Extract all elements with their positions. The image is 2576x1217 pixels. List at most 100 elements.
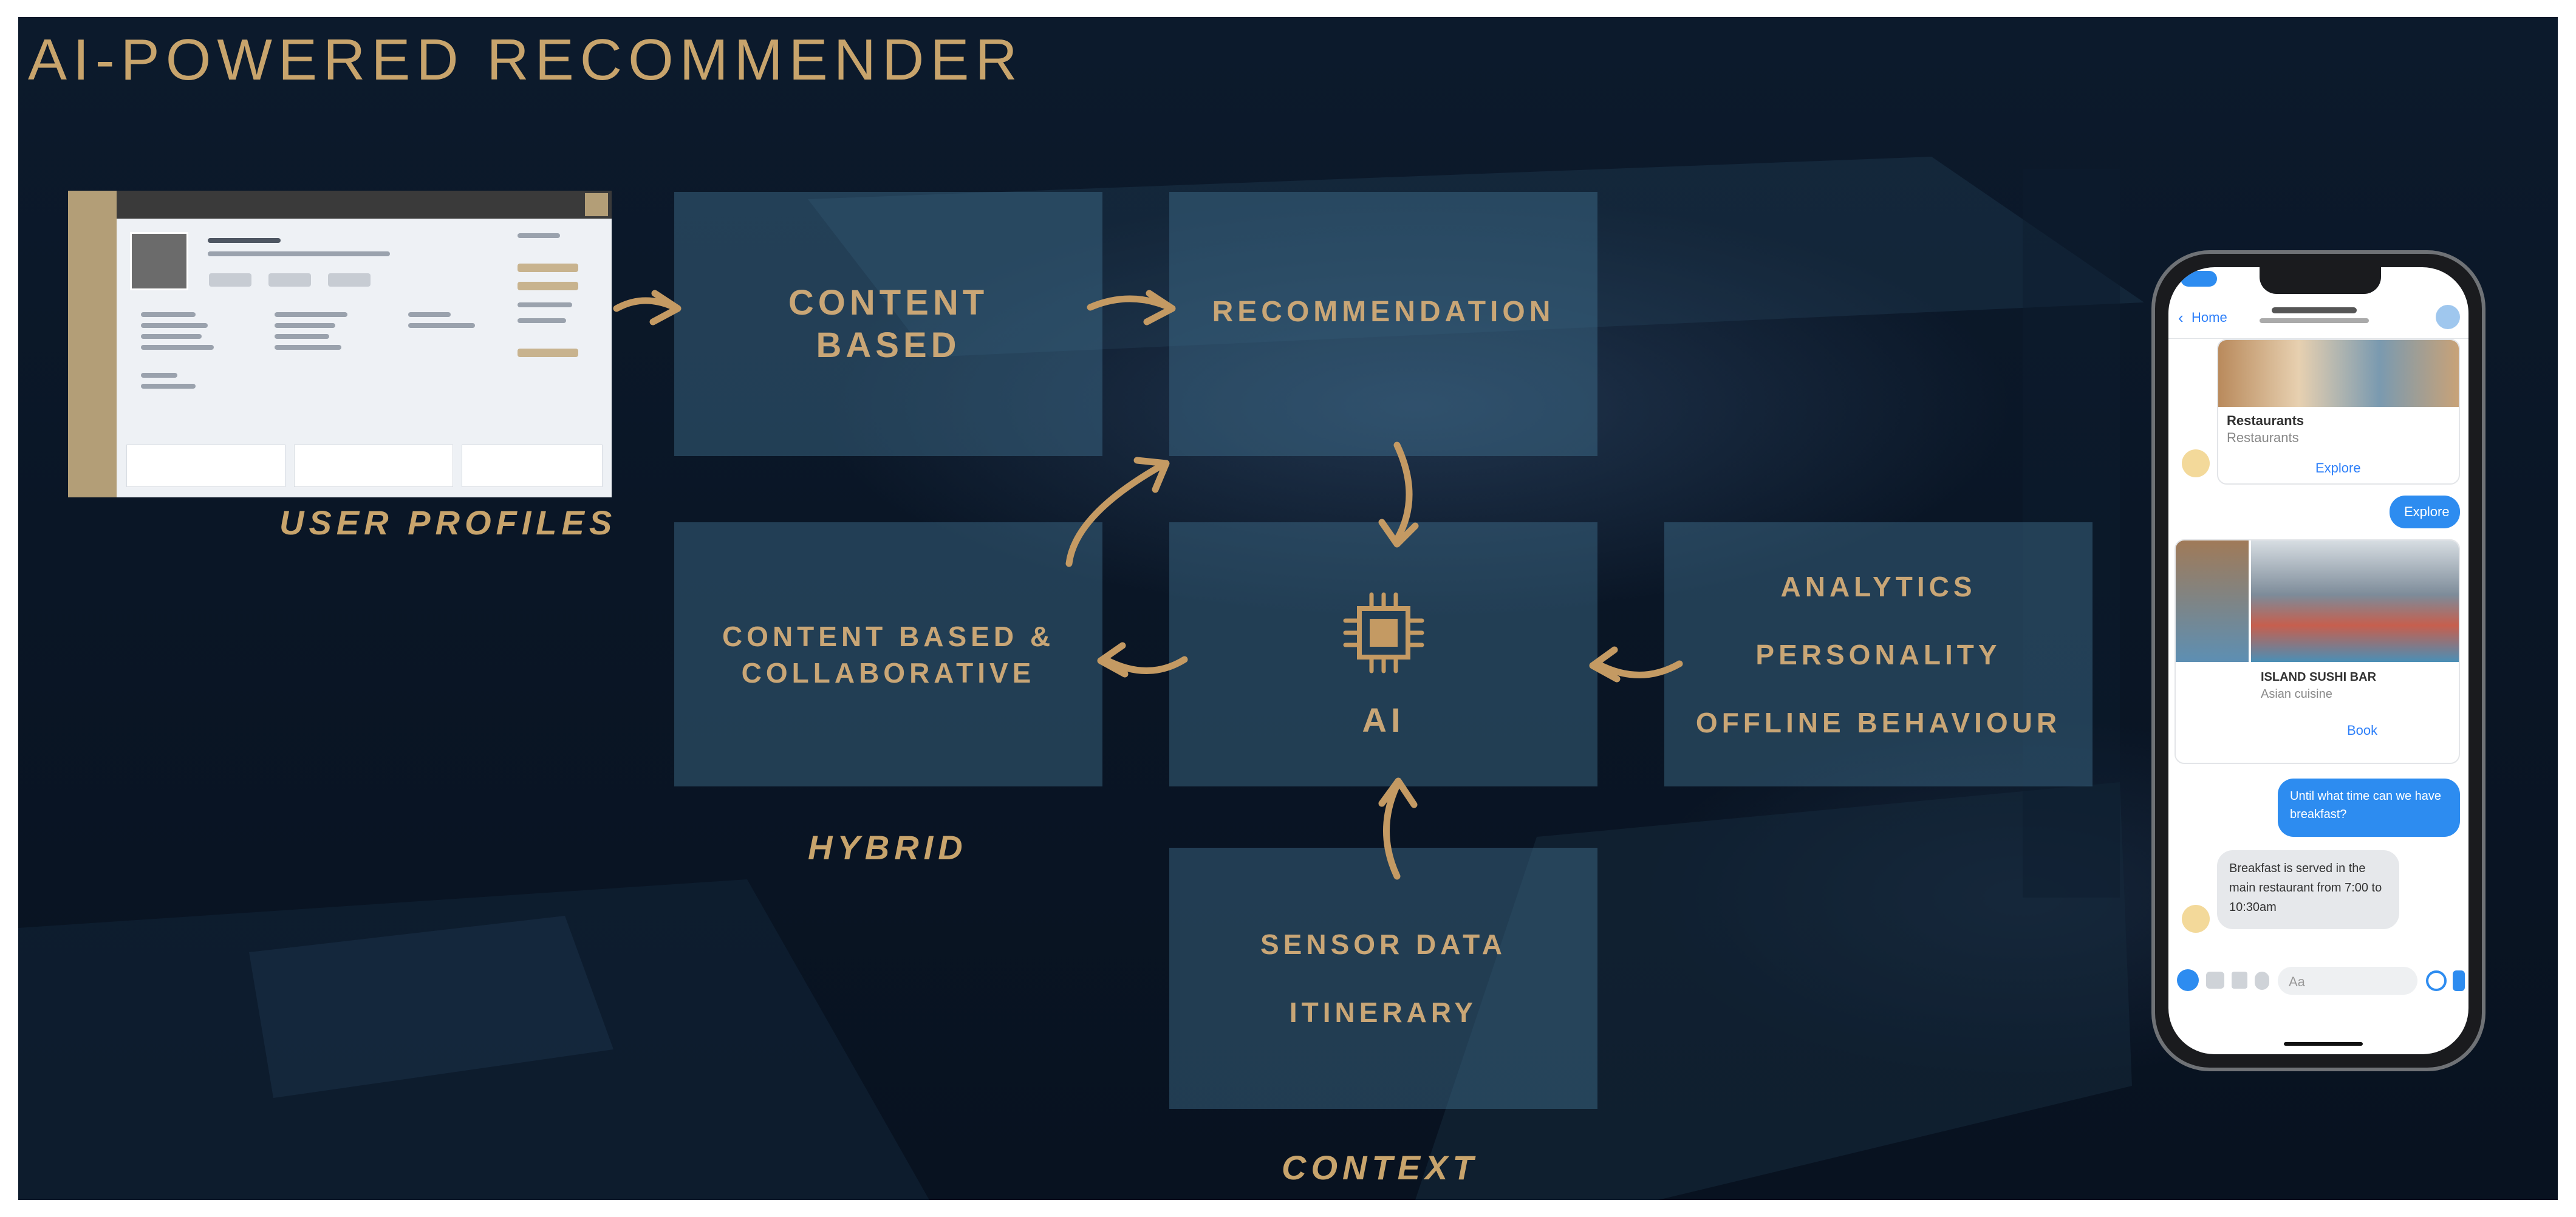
box-recommendation: RECOMMENDATION xyxy=(1169,192,1597,456)
profile-field-line xyxy=(141,312,196,317)
box-content-based-line2: BASED xyxy=(816,325,961,365)
profile-field-line xyxy=(141,334,202,339)
profile-field-line xyxy=(275,323,335,328)
profile-field-line xyxy=(141,384,196,389)
sushi-bar-card-subtitle: Asian cuisine xyxy=(2261,687,2332,701)
profile-tag xyxy=(518,264,578,272)
sushi-bar-card-image-left xyxy=(2176,540,2249,662)
arrows-layer xyxy=(613,290,1683,880)
profile-field-line xyxy=(141,373,177,378)
arrow-hybrid-to-recommendation-head xyxy=(1133,457,1170,493)
profile-tab xyxy=(462,445,603,487)
profile-field-line xyxy=(141,345,214,350)
profile-tab xyxy=(294,445,453,487)
bot-avatar xyxy=(2182,449,2210,477)
status-time-pill xyxy=(2181,271,2217,287)
box-recommendation-label: RECOMMENDATION xyxy=(1212,296,1555,328)
phone-screen: ‹ Home Restaurants Restaurants Explore E… xyxy=(2168,267,2468,1054)
box-context: SENSOR DATA ITINERARY xyxy=(1169,848,1597,1109)
cpu-chip-icon xyxy=(1343,592,1424,673)
signal-analytics: ANALYTICS xyxy=(1780,570,1976,602)
message-input-placeholder: Aa xyxy=(2289,974,2305,989)
user-question-bubble: Until what time can we have breakfast? xyxy=(2278,779,2460,837)
slide-canvas: AI-POWERED RECOMMENDER USER PROFILES xyxy=(18,17,2558,1200)
arrow-recommendation-to-ai xyxy=(1393,441,1413,543)
emoji-icon[interactable] xyxy=(2426,970,2447,991)
profile-field-line xyxy=(275,312,347,317)
profile-field-line xyxy=(275,334,329,339)
home-indicator xyxy=(2284,1042,2363,1046)
arrow-recommendation-to-ai-head xyxy=(1378,519,1419,548)
book-button[interactable]: Book xyxy=(2347,723,2378,738)
restaurant-card-title: Restaurants xyxy=(2227,413,2304,428)
back-label[interactable]: Home xyxy=(2192,310,2227,325)
chat-header: ‹ Home xyxy=(2168,296,2468,339)
arrow-context-to-ai xyxy=(1383,782,1401,880)
user-reply-text: Explore xyxy=(2404,504,2450,519)
user-profile-screenshot xyxy=(68,191,612,497)
caption-user-profiles: USER PROFILES xyxy=(279,503,617,542)
signal-personality: PERSONALITY xyxy=(1755,638,2001,670)
arrow-profiles-to-content-head xyxy=(649,290,682,326)
arrow-hybrid-to-recommendation xyxy=(1065,463,1164,567)
profile-sidebar xyxy=(68,191,117,497)
chat-subtitle-line xyxy=(2260,318,2369,323)
caption-context: CONTEXT xyxy=(1282,1148,1478,1187)
profile-tab xyxy=(126,445,285,487)
box-hybrid-line2: COLLABORATIVE xyxy=(741,656,1036,689)
arrow-ai-to-hybrid-head xyxy=(1097,642,1129,678)
phone-mockup: ‹ Home Restaurants Restaurants Explore E… xyxy=(2151,250,2485,1071)
profile-tag xyxy=(518,282,578,290)
profile-side-line xyxy=(518,233,560,238)
sushi-bar-card[interactable]: ISLAND SUSHI BAR Asian cuisine Book xyxy=(2175,539,2460,764)
slide-title: AI-POWERED RECOMMENDER xyxy=(28,27,1023,92)
profile-field-line xyxy=(408,323,475,328)
user-reply-bubble: Explore xyxy=(2390,496,2460,528)
profile-stat-1 xyxy=(209,273,251,287)
profile-stat-3 xyxy=(328,273,371,287)
bot-avatar xyxy=(2182,905,2210,933)
profile-field-line xyxy=(275,345,341,350)
info-icon[interactable] xyxy=(2436,305,2460,329)
context-itinerary: ITINERARY xyxy=(1289,997,1478,1028)
chat-title-line xyxy=(2272,307,2357,313)
profile-tag xyxy=(518,349,578,357)
profile-meta-line xyxy=(208,251,390,256)
gallery-icon[interactable] xyxy=(2232,972,2247,989)
box-content-based: CONTENT BASED xyxy=(674,192,1102,456)
message-input[interactable]: Aa xyxy=(2278,967,2417,995)
profile-side-line xyxy=(518,318,566,323)
like-icon[interactable] xyxy=(2453,970,2465,991)
profile-stat-2 xyxy=(268,273,311,287)
sushi-bar-card-image xyxy=(2251,540,2459,662)
restaurant-card-subtitle: Restaurants xyxy=(2227,430,2299,445)
context-sensor-data: SENSOR DATA xyxy=(1260,929,1506,960)
box-ai: AI xyxy=(1169,522,1597,786)
add-icon[interactable] xyxy=(2177,969,2199,991)
phone-notch xyxy=(2260,267,2381,294)
composer-bar: Aa xyxy=(2168,960,2468,1002)
arrow-signals-to-ai-head xyxy=(1589,646,1621,683)
sushi-bar-card-title: ISLAND SUSHI BAR xyxy=(2261,670,2377,684)
back-chevron-icon[interactable]: ‹ xyxy=(2178,309,2184,327)
arrow-content-to-recommendation-head xyxy=(1143,290,1176,326)
restaurant-card[interactable]: Restaurants Restaurants Explore xyxy=(2217,339,2460,485)
profile-avatar xyxy=(130,232,188,290)
user-question-text: Until what time can we have breakfast? xyxy=(2290,789,2442,821)
arrow-ai-to-hybrid xyxy=(1102,656,1188,674)
microphone-icon[interactable] xyxy=(2255,972,2269,990)
profile-field-line xyxy=(408,312,451,317)
arrow-context-to-ai-head xyxy=(1378,777,1418,808)
camera-icon[interactable] xyxy=(2206,972,2224,989)
signal-offline-behaviour: OFFLINE BEHAVIOUR xyxy=(1695,706,2062,738)
profile-field-line xyxy=(141,323,208,328)
bot-answer-text: Breakfast is served in the main restaura… xyxy=(2229,862,2382,914)
box-hybrid: CONTENT BASED & COLLABORATIVE xyxy=(674,522,1102,786)
caption-hybrid: HYBRID xyxy=(808,828,968,867)
profile-header-bar xyxy=(117,191,612,219)
box-hybrid-line1: CONTENT BASED & xyxy=(722,620,1055,652)
profile-menu-icon xyxy=(585,193,608,216)
box-signals: ANALYTICS PERSONALITY OFFLINE BEHAVIOUR xyxy=(1664,522,2093,786)
explore-button[interactable]: Explore xyxy=(2315,460,2361,476)
profile-name-line xyxy=(208,238,281,243)
